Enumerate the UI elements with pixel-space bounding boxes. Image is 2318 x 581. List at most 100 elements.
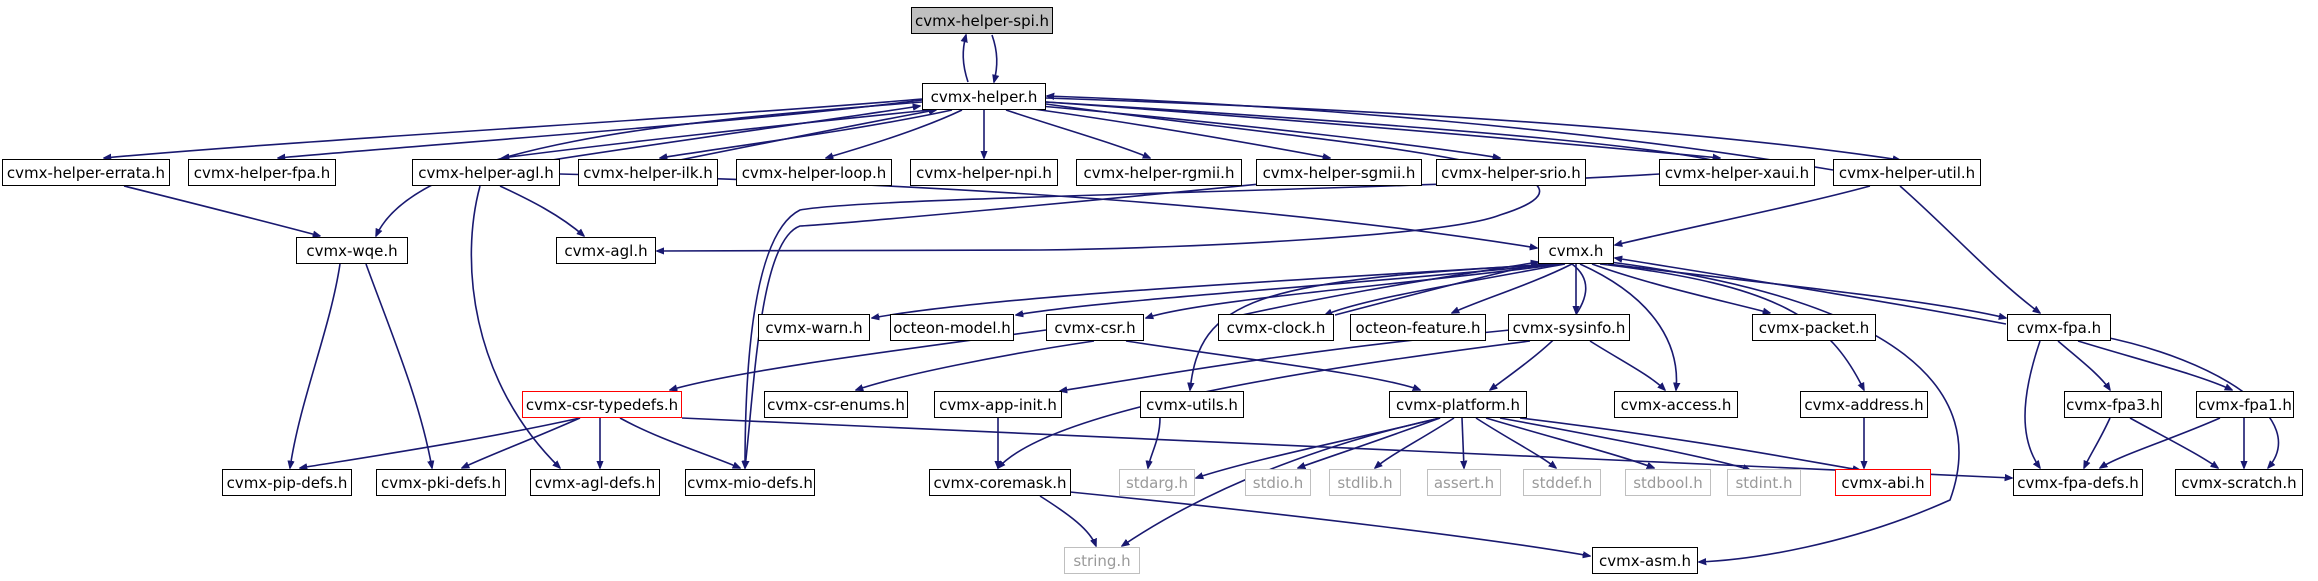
- include-edge: [1475, 417, 1556, 468]
- include-edge: [300, 417, 581, 468]
- include-edge: [1005, 109, 1150, 158]
- include-edge: [1039, 495, 1096, 546]
- node-cvmx-csr[interactable]: cvmx-csr.h: [1046, 314, 1144, 341]
- node-cvmx-helper-npi[interactable]: cvmx-helper-npi.h: [910, 159, 1058, 186]
- node-cvmx-helper-sgmii[interactable]: cvmx-helper-sgmii.h: [1256, 159, 1422, 186]
- include-edge: [1485, 417, 1654, 468]
- include-edge: [1589, 340, 1665, 390]
- node-cvmx-packet[interactable]: cvmx-packet.h: [1752, 314, 1876, 341]
- include-edge: [123, 185, 320, 236]
- node-cvmx-warn[interactable]: cvmx-warn.h: [758, 314, 870, 341]
- include-edge: [826, 109, 963, 158]
- include-edge: [2077, 340, 2232, 390]
- include-edge: [2129, 417, 2218, 468]
- node-cvmx-helper-util[interactable]: cvmx-helper-util.h: [1833, 159, 1981, 186]
- node-cvmx-pki-defs[interactable]: cvmx-pki-defs.h: [376, 469, 506, 496]
- include-edge: [991, 34, 997, 82]
- node-cvmx-asm[interactable]: cvmx-asm.h: [1592, 547, 1698, 574]
- include-edge: [1045, 101, 1720, 158]
- node-cvmx-agl[interactable]: cvmx-agl.h: [556, 237, 656, 264]
- node-cvmx-agl-defs[interactable]: cvmx-agl-defs.h: [530, 469, 660, 496]
- include-edge: [1452, 263, 1573, 313]
- include-edge: [745, 179, 1301, 468]
- node-cvmx-helper-xaui[interactable]: cvmx-helper-xaui.h: [1659, 159, 1815, 186]
- include-edge: [1615, 258, 2007, 325]
- node-cvmx[interactable]: cvmx.h: [1538, 237, 1614, 264]
- include-edge: [551, 106, 920, 161]
- include-edge: [104, 98, 923, 158]
- include-edge: [963, 35, 969, 83]
- node-cvmx-csr-enums[interactable]: cvmx-csr-enums.h: [764, 391, 908, 418]
- include-edge: [1025, 107, 1330, 158]
- node-cvmx-abi[interactable]: cvmx-abi.h: [1835, 469, 1931, 496]
- node-cvmx-fpa-defs[interactable]: cvmx-fpa-defs.h: [2013, 469, 2143, 496]
- node-stddef: stddef.h: [1523, 469, 1601, 496]
- include-edge: [1325, 263, 1566, 315]
- node-stdio: stdio.h: [1245, 469, 1311, 496]
- include-edge: [1190, 263, 1561, 390]
- node-assert: assert.h: [1427, 469, 1501, 496]
- node-stdlib: stdlib.h: [1329, 469, 1401, 496]
- node-cvmx-helper-loop[interactable]: cvmx-helper-loop.h: [736, 159, 892, 186]
- include-edge: [1599, 263, 1864, 390]
- include-edge: [470, 185, 560, 468]
- include-edge: [1069, 491, 1590, 556]
- node-cvmx-csr-typedefs[interactable]: cvmx-csr-typedefs.h: [522, 391, 682, 418]
- include-edge: [1609, 261, 1960, 562]
- node-cvmx-scratch[interactable]: cvmx-scratch.h: [2175, 469, 2303, 496]
- include-edge: [502, 109, 931, 158]
- include-edge: [1122, 417, 1441, 546]
- node-cvmx-address[interactable]: cvmx-address.h: [1800, 391, 1928, 418]
- node-stdint: stdint.h: [1727, 469, 1801, 496]
- include-edge: [2100, 417, 2221, 468]
- include-edge: [2024, 340, 2040, 468]
- include-edge: [290, 263, 341, 468]
- node-octeon-model[interactable]: octeon-model.h: [890, 314, 1014, 341]
- node-cvmx-helper-fpa[interactable]: cvmx-helper-fpa.h: [188, 159, 336, 186]
- node-cvmx-wqe[interactable]: cvmx-wqe.h: [296, 237, 408, 264]
- node-cvmx-helper-errata[interactable]: cvmx-helper-errata.h: [2, 159, 170, 186]
- node-cvmx-helper-rgmii[interactable]: cvmx-helper-rgmii.h: [1076, 159, 1242, 186]
- node-cvmx-helper-spi: cvmx-helper-spi.h: [911, 7, 1053, 34]
- node-cvmx-helper[interactable]: cvmx-helper.h: [922, 83, 1046, 110]
- include-edge: [1499, 417, 1750, 470]
- include-edge: [278, 99, 923, 158]
- node-cvmx-access[interactable]: cvmx-access.h: [1614, 391, 1738, 418]
- include-edge: [1591, 263, 1770, 313]
- include-edge: [376, 101, 923, 236]
- node-cvmx-mio-defs[interactable]: cvmx-mio-defs.h: [685, 469, 815, 496]
- node-cvmx-fpa[interactable]: cvmx-fpa.h: [2007, 314, 2111, 341]
- include-edge: [2084, 417, 2111, 468]
- include-edge: [1146, 263, 1564, 318]
- include-edge: [657, 103, 1541, 251]
- include-edge: [1375, 417, 1455, 468]
- node-stdbool: stdbool.h: [1625, 469, 1711, 496]
- include-edge: [1045, 97, 1900, 160]
- include-edge: [1519, 417, 1860, 470]
- node-cvmx-fpa3[interactable]: cvmx-fpa3.h: [2064, 391, 2162, 418]
- include-edge: [499, 185, 584, 236]
- node-cvmx-platform[interactable]: cvmx-platform.h: [1389, 391, 1527, 418]
- node-cvmx-sysinfo[interactable]: cvmx-sysinfo.h: [1508, 314, 1630, 341]
- node-cvmx-coremask[interactable]: cvmx-coremask.h: [929, 469, 1071, 496]
- node-cvmx-clock[interactable]: cvmx-clock.h: [1218, 314, 1334, 341]
- include-edge: [1615, 185, 1871, 245]
- include-edge: [1298, 417, 1441, 468]
- node-cvmx-helper-agl[interactable]: cvmx-helper-agl.h: [412, 159, 560, 186]
- include-edge: [462, 417, 581, 468]
- include-edge: [856, 340, 1095, 390]
- node-cvmx-fpa1[interactable]: cvmx-fpa1.h: [2196, 391, 2294, 418]
- include-edge: [1899, 185, 2040, 313]
- include-edge: [872, 263, 1554, 318]
- include-edge: [1579, 263, 1676, 390]
- include-edge: [1607, 263, 2006, 318]
- include-edge: [1462, 417, 1464, 468]
- node-cvmx-pip-defs[interactable]: cvmx-pip-defs.h: [222, 469, 352, 496]
- node-cvmx-app-init[interactable]: cvmx-app-init.h: [934, 391, 1062, 418]
- node-cvmx-helper-ilk[interactable]: cvmx-helper-ilk.h: [578, 159, 718, 186]
- include-edge: [679, 110, 936, 161]
- include-edge: [2057, 340, 2110, 390]
- node-octeon-feature[interactable]: octeon-feature.h: [1350, 314, 1486, 341]
- node-cvmx-helper-srio[interactable]: cvmx-helper-srio.h: [1436, 159, 1586, 186]
- node-cvmx-utils[interactable]: cvmx-utils.h: [1140, 391, 1244, 418]
